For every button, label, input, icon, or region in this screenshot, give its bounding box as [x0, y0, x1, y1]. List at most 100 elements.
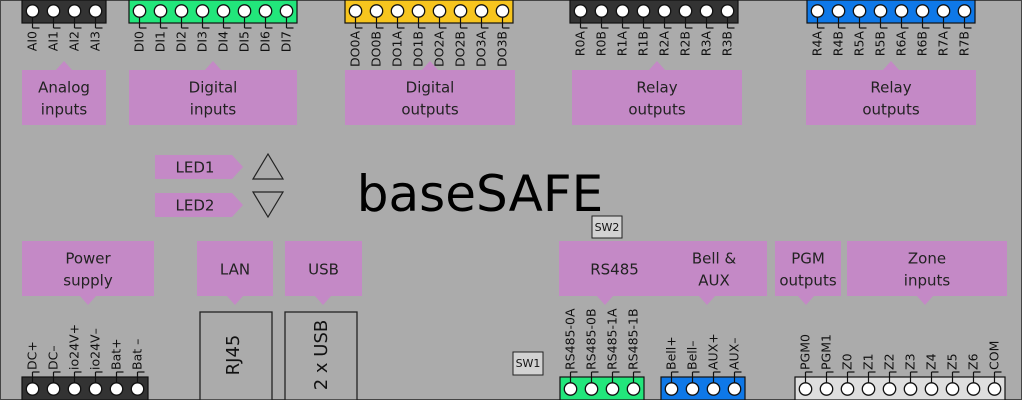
pin-label: AI2 — [67, 31, 82, 51]
pin-screw — [25, 382, 40, 396]
pin-label: R2B — [678, 31, 693, 56]
pin-screw — [873, 4, 888, 18]
ports: RJ45 2 x USB — [199, 311, 358, 400]
pin-screw — [474, 4, 489, 18]
pin-screw — [915, 4, 930, 18]
pin-label: RS485-1B — [626, 308, 641, 370]
pin-label: DO0B — [369, 31, 384, 67]
pin-label: R7B — [957, 31, 972, 56]
pin-label: R6B — [915, 31, 930, 56]
pin-label: DI2 — [174, 31, 189, 52]
label-pointer — [649, 61, 665, 70]
pin-screw — [840, 382, 855, 396]
connector-rs485: RS485-0A RS485-0B RS485-1A RS485-1B — [559, 308, 645, 400]
terminal-block-bell — [660, 376, 746, 400]
label-text: inputs — [904, 272, 951, 290]
usb-port — [284, 311, 358, 400]
pin-screw — [88, 4, 103, 18]
led-label: LED1 — [176, 159, 215, 177]
pin-screw — [563, 382, 578, 396]
pin-label: DI3 — [195, 31, 210, 52]
pin-screw — [945, 382, 960, 396]
pin-label: PGM1 — [819, 334, 834, 370]
label-pointer — [917, 296, 933, 305]
pin-label: DO1A — [390, 31, 405, 67]
pin-screw — [699, 4, 714, 18]
pin-screw — [348, 4, 363, 18]
pin-screw — [88, 382, 103, 396]
label-box-bg — [22, 70, 106, 125]
label-text: AUX — [698, 272, 730, 290]
pin-screw — [369, 4, 384, 18]
label-pointer — [80, 296, 96, 305]
pin-screw — [798, 382, 813, 396]
pin-screw — [195, 4, 210, 18]
label-pointer — [422, 61, 438, 70]
terminal-block-digital_in — [128, 0, 298, 24]
label-text: outputs — [628, 101, 685, 119]
pin-screw — [810, 4, 825, 18]
led-label-arrow — [155, 193, 243, 217]
label-box-rs485: RS485 — [559, 241, 670, 305]
led2-triangle-icon — [251, 191, 285, 219]
pin-label: io24V– — [88, 328, 103, 370]
label-text: Zone — [908, 250, 946, 268]
label-text: Digital — [189, 79, 238, 97]
label-box-bell: Bell &AUX — [661, 241, 767, 305]
label-text: outputs — [779, 272, 836, 290]
usb-label: 2 x USB — [311, 320, 332, 391]
label-text: outputs — [862, 101, 919, 119]
terminal-block-power — [21, 376, 149, 400]
pin-label: R6A — [894, 31, 909, 57]
pin-label: DC– — [46, 345, 61, 370]
pin-label: AUX– — [727, 337, 742, 370]
label-text: PGM — [791, 250, 825, 268]
pin-screw — [132, 4, 147, 18]
label-box-relay1: Relay outputs — [572, 61, 742, 125]
pin-screw — [584, 382, 599, 396]
pin-screw — [130, 382, 145, 396]
pin-screw — [706, 382, 721, 396]
pin-label: DI7 — [279, 31, 294, 52]
pin-label: RS485-0B — [584, 308, 599, 370]
pin-screw — [626, 382, 641, 396]
rj45-label: RJ45 — [223, 335, 244, 376]
pin-screw — [894, 4, 909, 18]
pin-label: DC+ — [25, 341, 40, 370]
pin-label: RS485-1A — [605, 308, 620, 370]
pin-screw — [720, 4, 735, 18]
rj45-port — [199, 311, 273, 400]
pin-screw — [685, 382, 700, 396]
pin-label: io24V+ — [67, 324, 82, 370]
pin-screw — [903, 382, 918, 396]
pin-label: DI5 — [237, 31, 252, 52]
pin-label: R3A — [699, 31, 714, 57]
pin-label: RS485-0A — [563, 308, 578, 370]
label-box-pgm: PGM outputs — [775, 241, 841, 305]
label-box-lan: LAN — [197, 241, 273, 305]
pin-label: R7A — [936, 31, 951, 57]
pin-label: Z6 — [966, 353, 981, 370]
label-pointer — [227, 296, 243, 305]
label-text: RS485 — [590, 261, 639, 279]
pin-label: R2A — [657, 31, 672, 57]
pin-screw — [25, 4, 40, 18]
terminal-block-relay2 — [806, 0, 976, 24]
pin-label: R4B — [831, 31, 846, 56]
label-text: Relay — [636, 79, 677, 97]
label-box-bg — [197, 241, 273, 296]
pin-label: Bat+ — [109, 338, 124, 370]
pin-screw — [657, 4, 672, 18]
pin-label: AI1 — [46, 31, 61, 51]
label-box-usb: USB — [285, 241, 362, 305]
pin-screw — [936, 4, 951, 18]
pin-label: DI0 — [132, 31, 147, 52]
pin-screw — [966, 382, 981, 396]
pin-label: Z2 — [882, 353, 897, 370]
label-text: LAN — [220, 261, 250, 279]
